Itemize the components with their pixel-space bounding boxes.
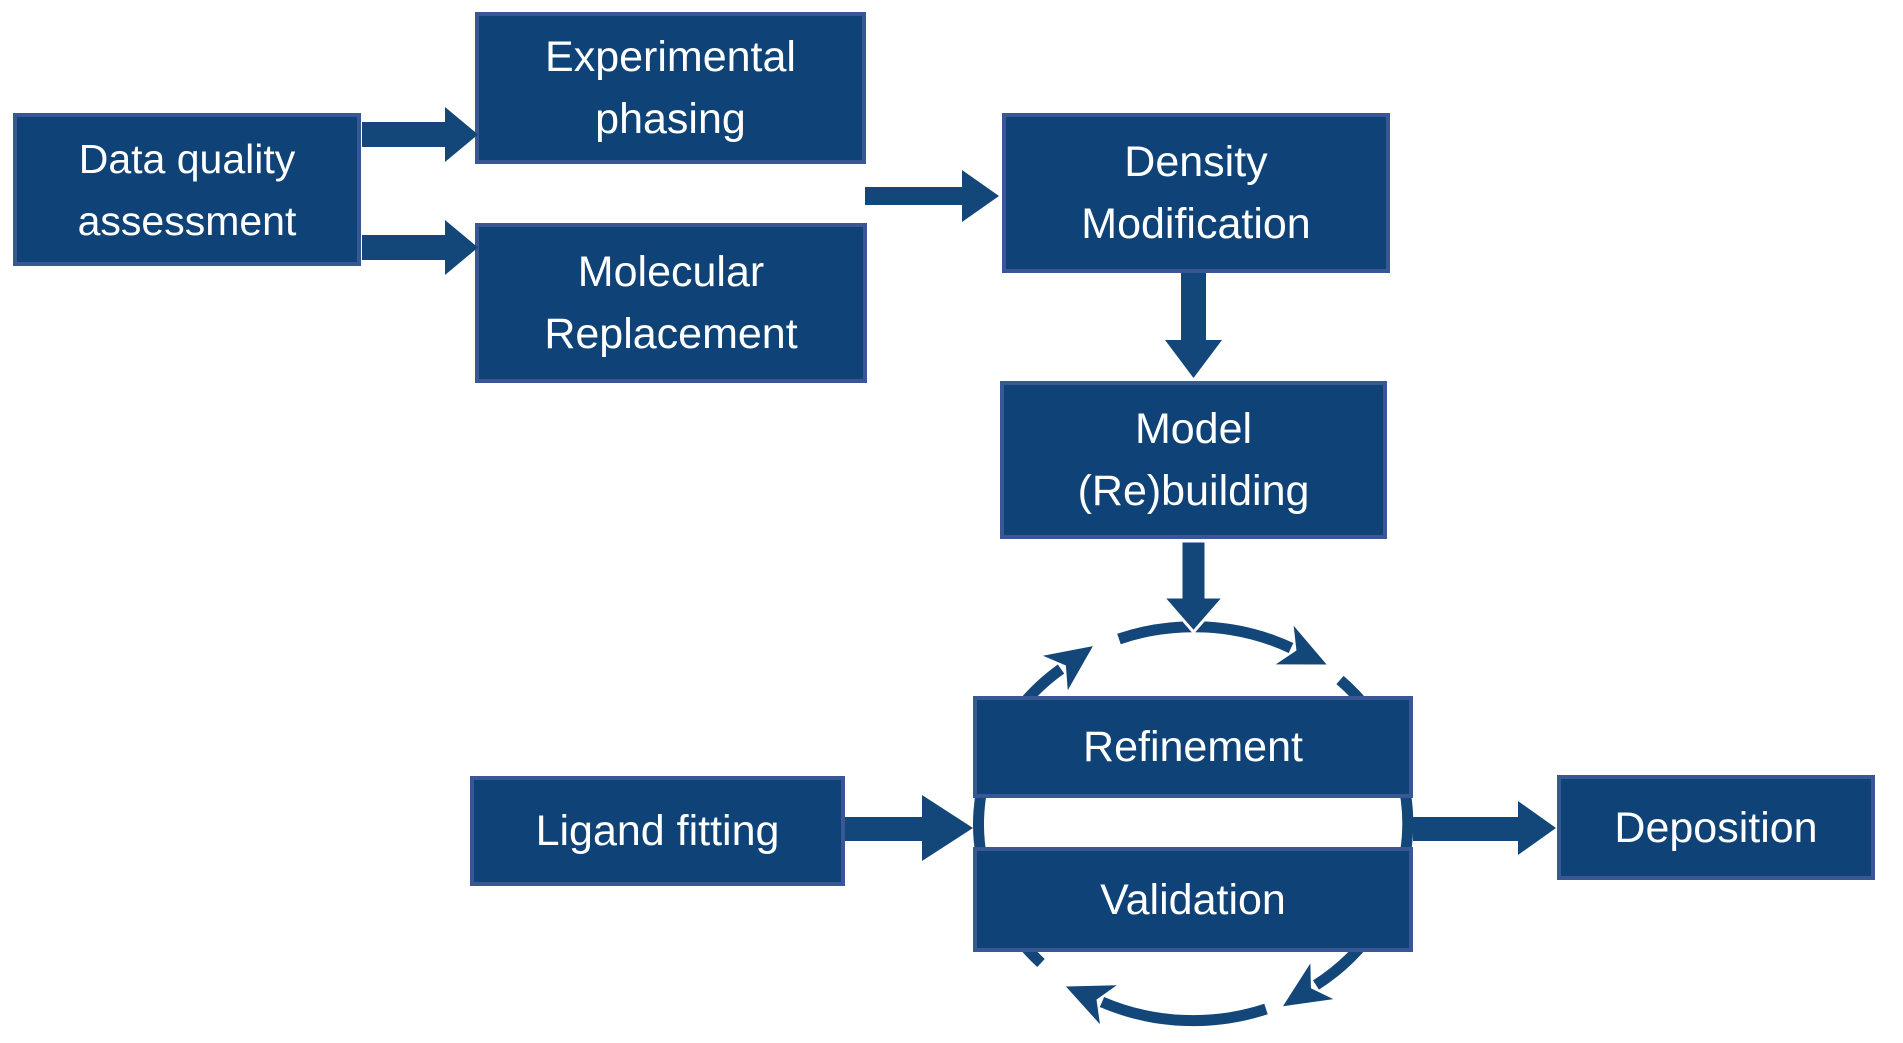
node-label-line: (Re)building: [1077, 467, 1310, 515]
node-label-line: Molecular: [577, 248, 765, 296]
node-validation: Validation: [973, 847, 1413, 952]
node-label-line: Density: [1124, 138, 1268, 186]
node-label-line: Deposition: [1614, 803, 1818, 852]
node-refinement: Refinement: [973, 696, 1413, 798]
cycle-arc-top-icon: [1117, 621, 1327, 665]
node-label-line: Refinement: [1083, 723, 1303, 771]
node-experimental-phasing: Experimental phasing: [475, 12, 866, 164]
node-label-line: Validation: [1100, 875, 1286, 924]
node-ligand-fitting: Ligand fitting: [470, 776, 845, 886]
node-label-line: Data quality: [78, 135, 296, 182]
node-data-quality-assessment: Data quality assessment: [13, 113, 361, 266]
node-model-rebuilding: Model (Re)building: [1000, 381, 1387, 539]
node-label-line: Modification: [1081, 200, 1311, 248]
node-label-line: Model: [1134, 405, 1253, 453]
node-label-line: Replacement: [544, 310, 798, 358]
node-deposition: Deposition: [1557, 775, 1875, 880]
node-density-modification: Density Modification: [1002, 113, 1390, 273]
cycle-arc-bottom-icon: [1065, 985, 1268, 1027]
node-label-line: Ligand fitting: [535, 807, 780, 855]
node-label-line: assessment: [77, 197, 297, 244]
node-label-line: Experimental: [545, 33, 796, 81]
node-label-line: phasing: [595, 95, 746, 143]
node-molecular-replacement: Molecular Replacement: [475, 223, 867, 383]
